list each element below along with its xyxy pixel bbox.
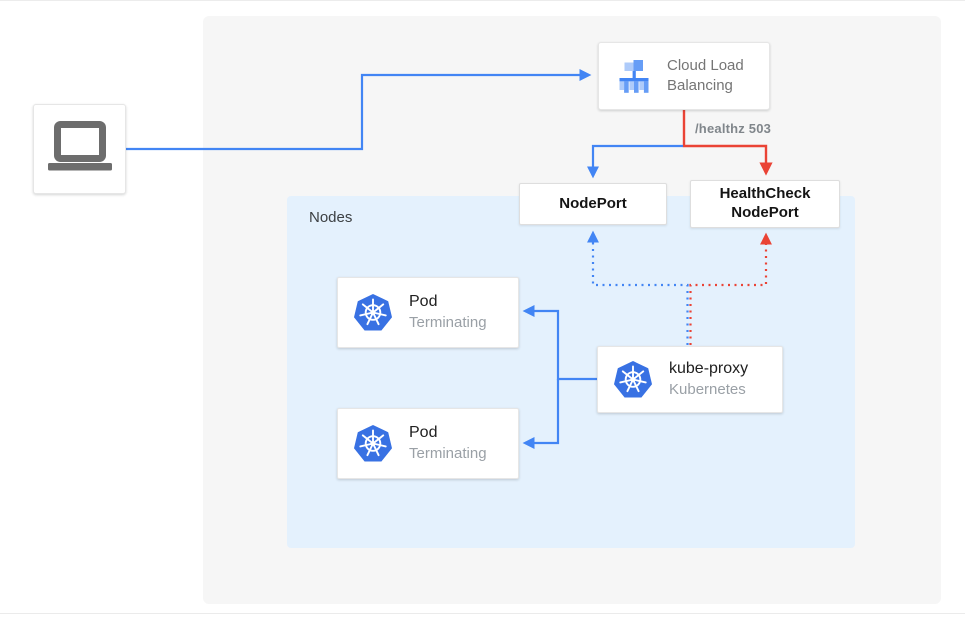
healthz-edge-label: /healthz 503 <box>695 121 772 136</box>
kubernetes-icon <box>353 293 393 333</box>
pod-card-2: Pod Terminating <box>337 408 519 479</box>
pod-card-1: Pod Terminating <box>337 277 519 348</box>
load-balancer-icon <box>616 59 652 93</box>
healthcheck-nodeport-label: HealthCheck NodePort <box>719 185 811 221</box>
bottom-divider <box>0 613 965 614</box>
nodeport-label: NodePort <box>559 194 627 212</box>
pod-title: Pod <box>409 424 438 442</box>
pod-status: Terminating <box>409 314 487 332</box>
client-card <box>33 104 126 194</box>
kubernetes-icon <box>613 360 653 400</box>
kubernetes-icon <box>353 424 393 464</box>
cloud-load-balancing-label: Cloud Load Balancing <box>667 56 744 94</box>
pod-status: Terminating <box>409 445 487 463</box>
kube-proxy-title: kube-proxy <box>669 360 749 378</box>
top-divider <box>0 0 965 1</box>
nodeport-box: NodePort <box>519 183 667 225</box>
healthcheck-nodeport-box: HealthCheck NodePort <box>690 180 840 228</box>
laptop-icon <box>47 121 112 177</box>
nodes-group-label: Nodes <box>309 209 353 226</box>
cloud-load-balancing-card: Cloud Load Balancing <box>598 42 770 110</box>
pod-title: Pod <box>409 293 438 311</box>
kube-proxy-card: kube-proxy Kubernetes <box>597 346 783 413</box>
kube-proxy-subtitle: Kubernetes <box>669 381 746 399</box>
